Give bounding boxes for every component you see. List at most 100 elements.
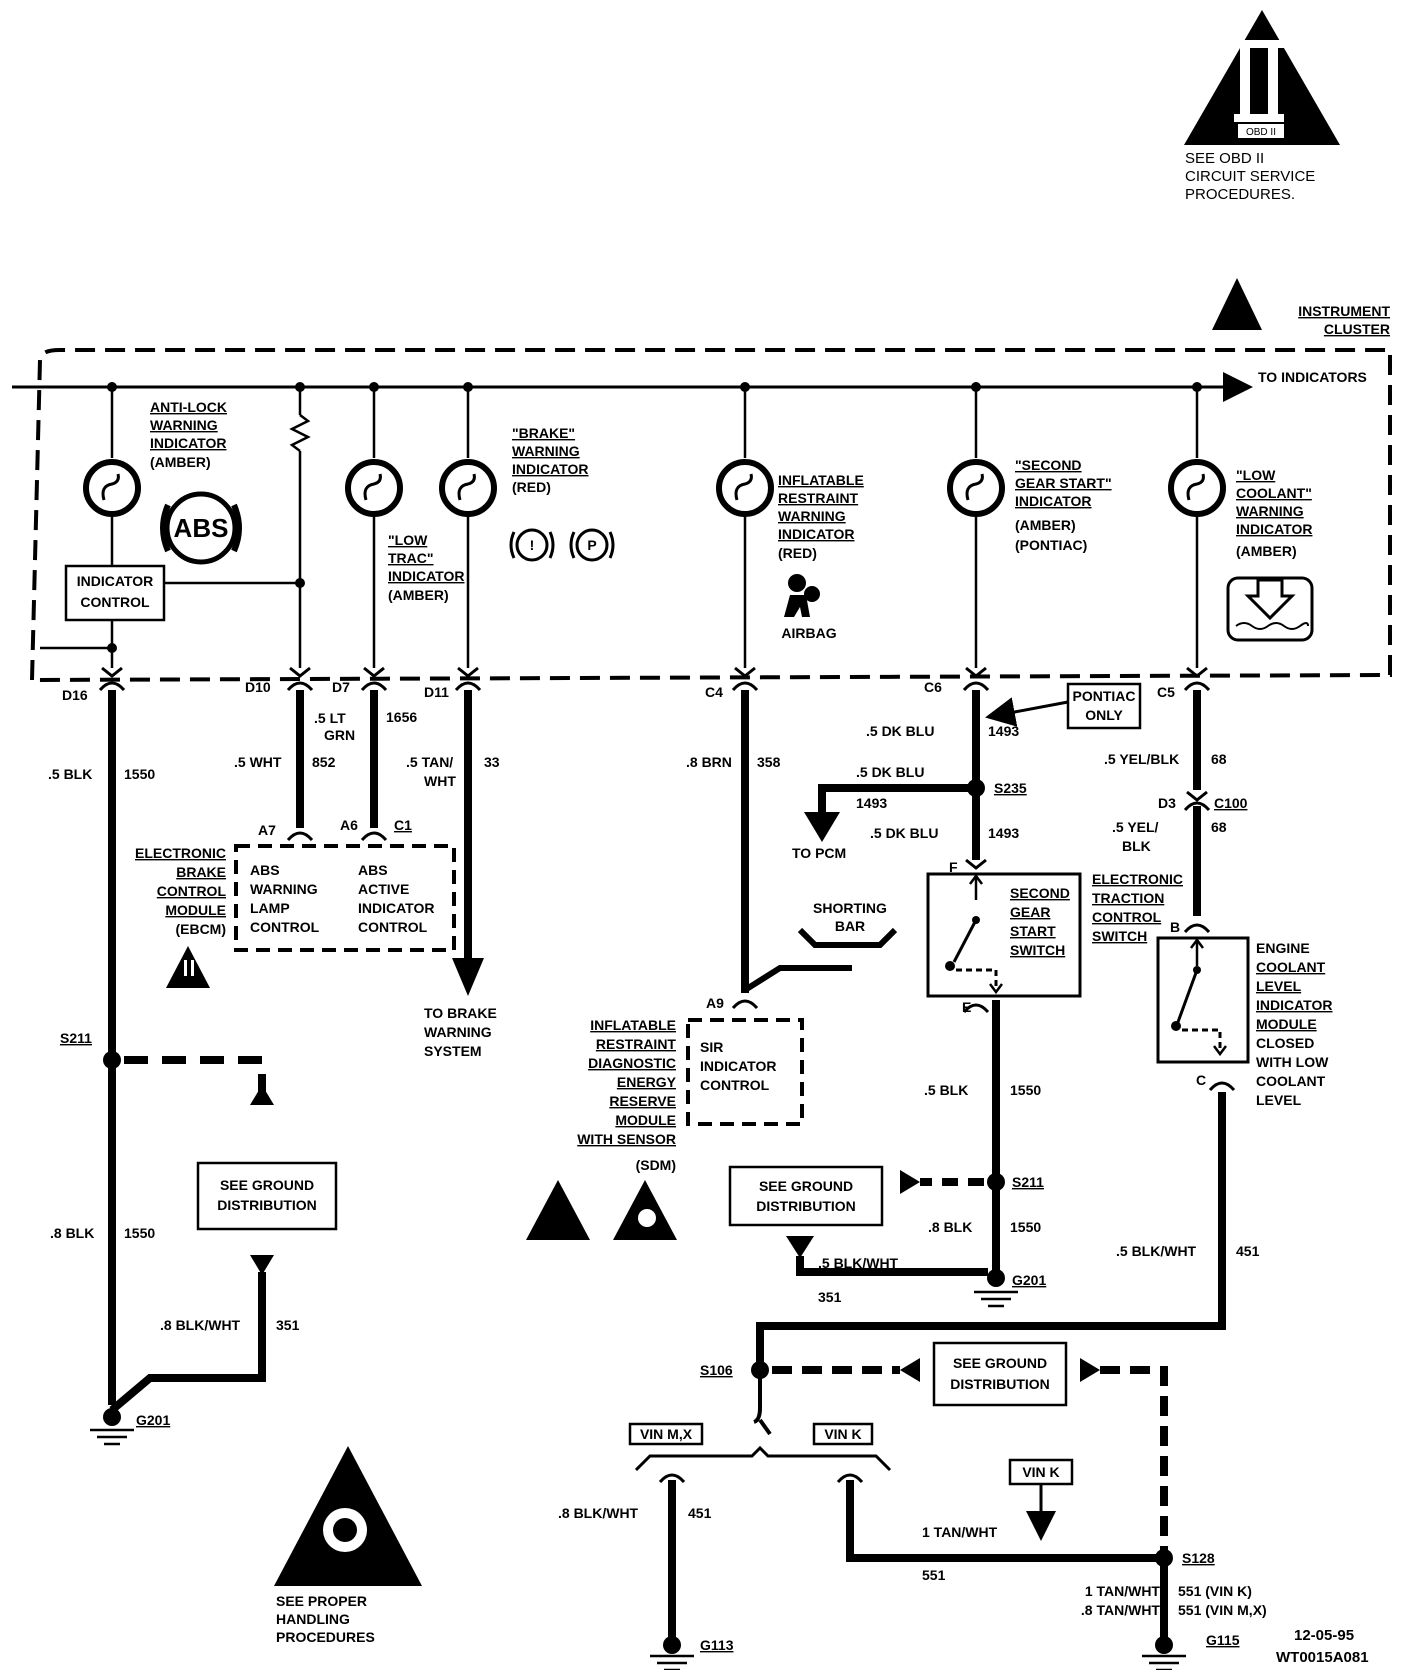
indicator-label: (PONTIAC) [1015,537,1087,553]
wire-label: .5 BLK/WHT [1116,1243,1197,1259]
indicator-label: INDICATOR [512,461,588,477]
indicator-label: RESTRAINT [778,490,859,506]
airbag-indicator: INFLATABLE RESTRAINT WARNING INDICATOR (… [716,387,864,668]
lamp-bulb-icon [1168,459,1226,517]
esd-triangle-icon [526,1180,590,1240]
indicator-label: (AMBER) [150,454,211,470]
wire-label: GRN [324,727,355,743]
coolant-module-box [1156,936,1250,1064]
pin-label: E [962,999,971,1015]
switch-box-label: SWITCH [1010,942,1065,958]
ground-distribution-box [196,1161,338,1231]
ebcm-right-label: ACTIVE [358,881,409,897]
pin-label: C5 [1157,684,1175,700]
to-pcm-label: TO PCM [792,845,846,861]
pin-label: C [1196,1072,1206,1088]
esd-triangle-icon [1212,278,1262,330]
second-gear-indicator: "SECOND GEAR START" INDICATOR (AMBER) (P… [947,387,1112,668]
indicator-label: INDICATOR [1236,521,1312,537]
indicator-label: WARNING [512,443,580,459]
ebcm-name: CONTROL [157,883,227,899]
splice-label: S211 [60,1030,92,1046]
wire-label: 852 [312,754,336,770]
wire-label: 1 TAN/WHT [922,1524,998,1540]
ebcm-name: MODULE [165,902,226,918]
wire-label: .5 TAN/ [406,754,453,770]
wire-label: 1493 [856,795,887,811]
ground-dist-label: DISTRIBUTION [756,1198,856,1214]
wire-label: 1550 [1010,1219,1041,1235]
indicator-label: (AMBER) [388,587,449,603]
low-coolant-indicator: "LOW COOLANT" WARNING INDICATOR (AMBER) [1168,387,1314,668]
ebcm-left-label: CONTROL [250,919,320,935]
sdm-name: RESERVE [609,1093,676,1109]
wire-label: 1550 [124,1225,155,1241]
wire-label: .8 BLK [50,1225,94,1241]
indicator-label: WARNING [1236,503,1304,519]
footer-date: 12-05-95 [1294,1627,1354,1644]
connector-cups [98,666,1211,692]
pin-label: D10 [245,679,271,695]
ground-symbol-icon [90,1428,134,1446]
pin-label: D7 [332,679,350,695]
wire-label: .5 BLK [48,766,92,782]
wire-label: 358 [757,754,781,770]
lamp-bulb-icon [83,459,141,517]
handling-label: PROCEDURES [276,1629,375,1645]
pin-label: C1 [394,817,412,833]
indicator-label: INDICATOR [150,435,226,451]
indicator-label: "LOW [388,532,428,548]
switch-name: SWITCH [1092,928,1147,944]
splice-label: S211 [1012,1174,1044,1190]
ground-dist-label: DISTRIBUTION [950,1376,1050,1392]
indicator-label: INDICATOR [1015,493,1091,509]
indicator-label: "SECOND [1015,457,1082,473]
pin-label: C4 [705,684,723,700]
brake-indicator: "BRAKE" WARNING INDICATOR (RED) ! P [439,387,615,668]
abs-indicator: ANTI-LOCK WARNING INDICATOR (AMBER) ABS … [40,387,305,668]
wire-label: 1550 [124,766,155,782]
pin-label: B [1170,919,1180,935]
indicator-label: "BRAKE" [512,425,575,441]
sdm-box-label: SIR [700,1039,723,1055]
sdm-box-label: INDICATOR [700,1058,776,1074]
ground-dist-label: DISTRIBUTION [217,1197,317,1213]
circuit-358: .8 BRN 358 A9 SHORTING BAR SIR INDICATOR… [526,690,898,1240]
vin-k-box [812,1422,874,1446]
ground-label: G113 [700,1637,734,1653]
brake-symbol-text: ! [530,537,535,553]
ebcm-name: ELECTRONIC [135,845,226,861]
parking-symbol-text: P [587,537,596,553]
abs-symbol-icon: ABS [160,491,242,565]
footer-code: WT0015A081 [1276,1649,1369,1666]
coolant-module-label: WITH LOW [1256,1054,1329,1070]
wire-label: 1550 [1010,1082,1041,1098]
coolant-level-icon [1226,576,1314,642]
to-brake-label: SYSTEM [424,1043,482,1059]
circuit-68: .5 YEL/BLK 68 D3 C100 .5 YEL/ BLK 68 B E… [756,690,1332,1362]
pin-label: A6 [340,817,358,833]
obd-triangle-icon [1184,10,1340,145]
wire-label: .5 BLK [924,1082,968,1098]
indicator-label: COOLANT" [1236,485,1312,501]
ground-symbol-icon [1142,1654,1186,1670]
lamp-bulb-icon [947,459,1005,517]
sdm-box-label: CONTROL [700,1077,770,1093]
lamp-bulb-icon [345,459,403,517]
wire-label: .8 BRN [686,754,732,770]
lamp-bulb-icon [716,459,774,517]
ground-label: G201 [1012,1272,1046,1288]
vin-label: VIN K [1022,1464,1059,1480]
low-trac-indicator: "LOW TRAC" INDICATOR (AMBER) [345,387,464,668]
pontiac-only-label: PONTIAC [1073,688,1136,704]
wire-label: .5 WHT [234,754,282,770]
circuit-1550-left: .5 BLK 1550 S211 SEE GROUND DISTRIBUTION… [48,690,338,1446]
indicator-label: TRAC" [388,550,434,566]
to-indicators-label: TO INDICATORS [1258,369,1367,385]
ground-symbol-icon [650,1654,694,1670]
obd-note: OBD II SEE OBD II CIRCUIT SERVICE PROCED… [1184,10,1340,203]
wire-label: 351 [818,1289,842,1305]
ebcm-left-label: WARNING [250,881,318,897]
wire-label: 1 TAN/WHT [1085,1583,1161,1599]
vin-label: VIN M,X [640,1426,693,1442]
